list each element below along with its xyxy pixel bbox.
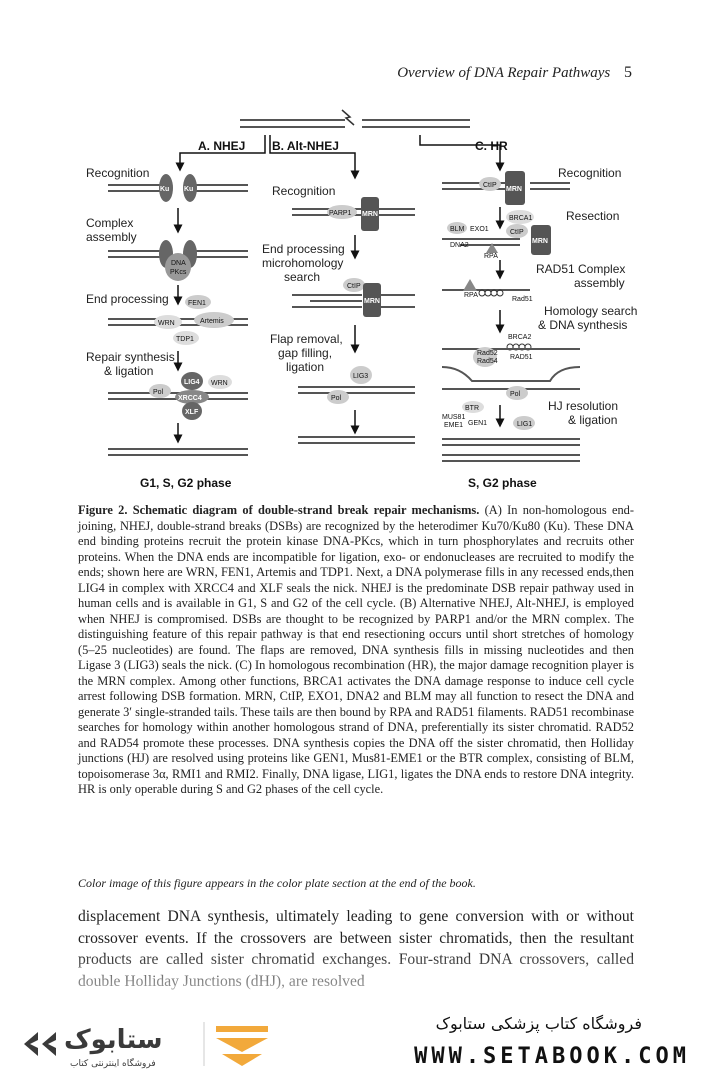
- a-step-recognition: Recognition: [86, 166, 149, 180]
- dna2-label: DNA2: [450, 242, 469, 249]
- b-step-recognition: Recognition: [272, 184, 335, 198]
- a-step-assembly: assembly: [86, 230, 137, 244]
- artemis-label: Artemis: [200, 318, 224, 325]
- b-step-flap-removal: Flap removal,: [270, 332, 343, 346]
- pkcs-label: PKcs: [170, 269, 187, 276]
- tdp1-label: TDP1: [176, 336, 194, 343]
- b-step-end-processing: End processing: [262, 242, 345, 256]
- c-step-recognition: Recognition: [558, 166, 621, 180]
- page-number: 5: [624, 64, 632, 81]
- b-step-gap-filling: gap filling,: [278, 346, 332, 360]
- xlf-label: XLF: [185, 409, 199, 416]
- figure-2-diagram: A. NHEJ B. Alt-NHEJ C. HR Recognition Ku…: [80, 105, 640, 495]
- mrn-label-3: MRN: [506, 186, 522, 193]
- col-a-title: A. NHEJ: [198, 139, 245, 153]
- pol-label-2: Pol: [331, 395, 342, 402]
- mrn-label-2: MRN: [364, 298, 380, 305]
- running-header: Overview of DNA Repair Pathways 5: [397, 64, 632, 82]
- mrn-label-4: MRN: [532, 238, 548, 245]
- fen1-label: FEN1: [188, 300, 206, 307]
- rpa-label: RPA: [484, 253, 498, 260]
- blm-label: BLM: [450, 226, 465, 233]
- ku-label: Ku: [160, 186, 169, 193]
- lig4-label: LIG4: [184, 379, 200, 386]
- store-title: فروشگاه کتاب پزشکی ستابوک: [435, 1014, 642, 1033]
- pol-label-3: Pol: [510, 391, 521, 398]
- c-step-dna-synthesis: & DNA synthesis: [538, 318, 627, 332]
- rad52-label: Rad52: [477, 350, 498, 357]
- a-step-complex: Complex: [86, 216, 133, 230]
- rad51-filament: [478, 289, 504, 297]
- brca1-label: BRCA1: [509, 215, 532, 222]
- svg-text:ستابوک: ستابوک: [64, 1025, 163, 1055]
- parp1-label: PARP1: [329, 210, 352, 217]
- phase-left: G1, S, G2 phase: [140, 476, 232, 490]
- b-step-ligation: ligation: [286, 360, 324, 374]
- rad51-upper-label: RAD51: [510, 354, 533, 361]
- a-step-repair-synthesis: Repair synthesis: [86, 350, 175, 364]
- caption-title: Schematic diagram of double-strand break…: [132, 503, 480, 517]
- xrcc4-label: XRCC4: [178, 395, 202, 402]
- pathway-branches: [175, 135, 505, 180]
- rad51-label: Rad51: [512, 296, 533, 303]
- wrn-label-2: WRN: [211, 380, 228, 387]
- btr-label: BTR: [465, 405, 479, 412]
- c-step-assembly: assembly: [574, 276, 625, 290]
- col-b-title: B. Alt-NHEJ: [272, 139, 339, 153]
- header-title: Overview of DNA Repair Pathways: [397, 65, 611, 81]
- c-step-rad51-complex: RAD51 Complex: [536, 262, 625, 276]
- alt-nhej-column: Recognition PARP1 MRN End processing mic…: [262, 184, 415, 444]
- c-step-homology-search: Homology search: [544, 304, 637, 318]
- rpa-label-2: RPA: [464, 292, 478, 299]
- pol-label: Pol: [153, 389, 164, 396]
- ctip-label-3: CtIP: [510, 229, 524, 236]
- caption-text: (A) In non-homologous end-joining, NHEJ,…: [78, 503, 634, 796]
- col-c-title: C. HR: [475, 139, 508, 153]
- a-step-end-processing: End processing: [86, 292, 169, 306]
- gen1-label: GEN1: [468, 420, 487, 427]
- phase-right: S, G2 phase: [468, 476, 537, 490]
- nhej-column: Recognition Ku Ku Complex assembly DNA P…: [86, 166, 248, 490]
- b-step-microhomology: microhomology: [262, 256, 343, 270]
- setabook-logo: ستابوک فروشگاه اینترنتی کتاب: [24, 1022, 268, 1069]
- logo-tagline: فروشگاه اینترنتی کتاب: [70, 1057, 156, 1069]
- a-step-ligation: & ligation: [104, 364, 153, 378]
- b-step-search: search: [284, 270, 320, 284]
- caption-label: Figure 2.: [78, 503, 128, 517]
- store-banner: ستابوک فروشگاه اینترنتی کتاب فروشگاه کتا…: [0, 1000, 710, 1080]
- lightning-icon: [341, 109, 355, 126]
- dsb-repair-schematic: A. NHEJ B. Alt-NHEJ C. HR Recognition Ku…: [86, 109, 637, 490]
- c-step-ligation: & ligation: [568, 413, 617, 427]
- lig3-label: LIG3: [353, 373, 368, 380]
- lig1-label: LIG1: [517, 421, 532, 428]
- c-step-resection: Resection: [566, 209, 619, 223]
- exo1-label: EXO1: [470, 226, 489, 233]
- store-url[interactable]: WWW.SETABOOK.COM: [414, 1044, 690, 1069]
- mus81-label: MUS81: [442, 414, 465, 421]
- top-dna-break: [240, 109, 470, 128]
- rad54-label: Rad54: [477, 358, 498, 365]
- ku-label: Ku: [184, 186, 193, 193]
- ctip-label: CtIP: [347, 283, 361, 290]
- brca2-label: BRCA2: [508, 334, 531, 341]
- mrn-label: MRN: [362, 211, 378, 218]
- ctip-label-2: CtIP: [483, 182, 497, 189]
- dnapk-label: DNA: [171, 260, 186, 267]
- eme1-label: EME1: [444, 422, 463, 429]
- hr-column: Recognition CtIP MRN Resection BRCA1 BLM…: [441, 166, 637, 490]
- wrn-label: WRN: [158, 320, 175, 327]
- figure-caption: Figure 2. Schematic diagram of double-st…: [78, 503, 634, 798]
- c-step-hj-resolution: HJ resolution: [548, 399, 618, 413]
- color-plate-note: Color image of this figure appears in th…: [78, 876, 476, 890]
